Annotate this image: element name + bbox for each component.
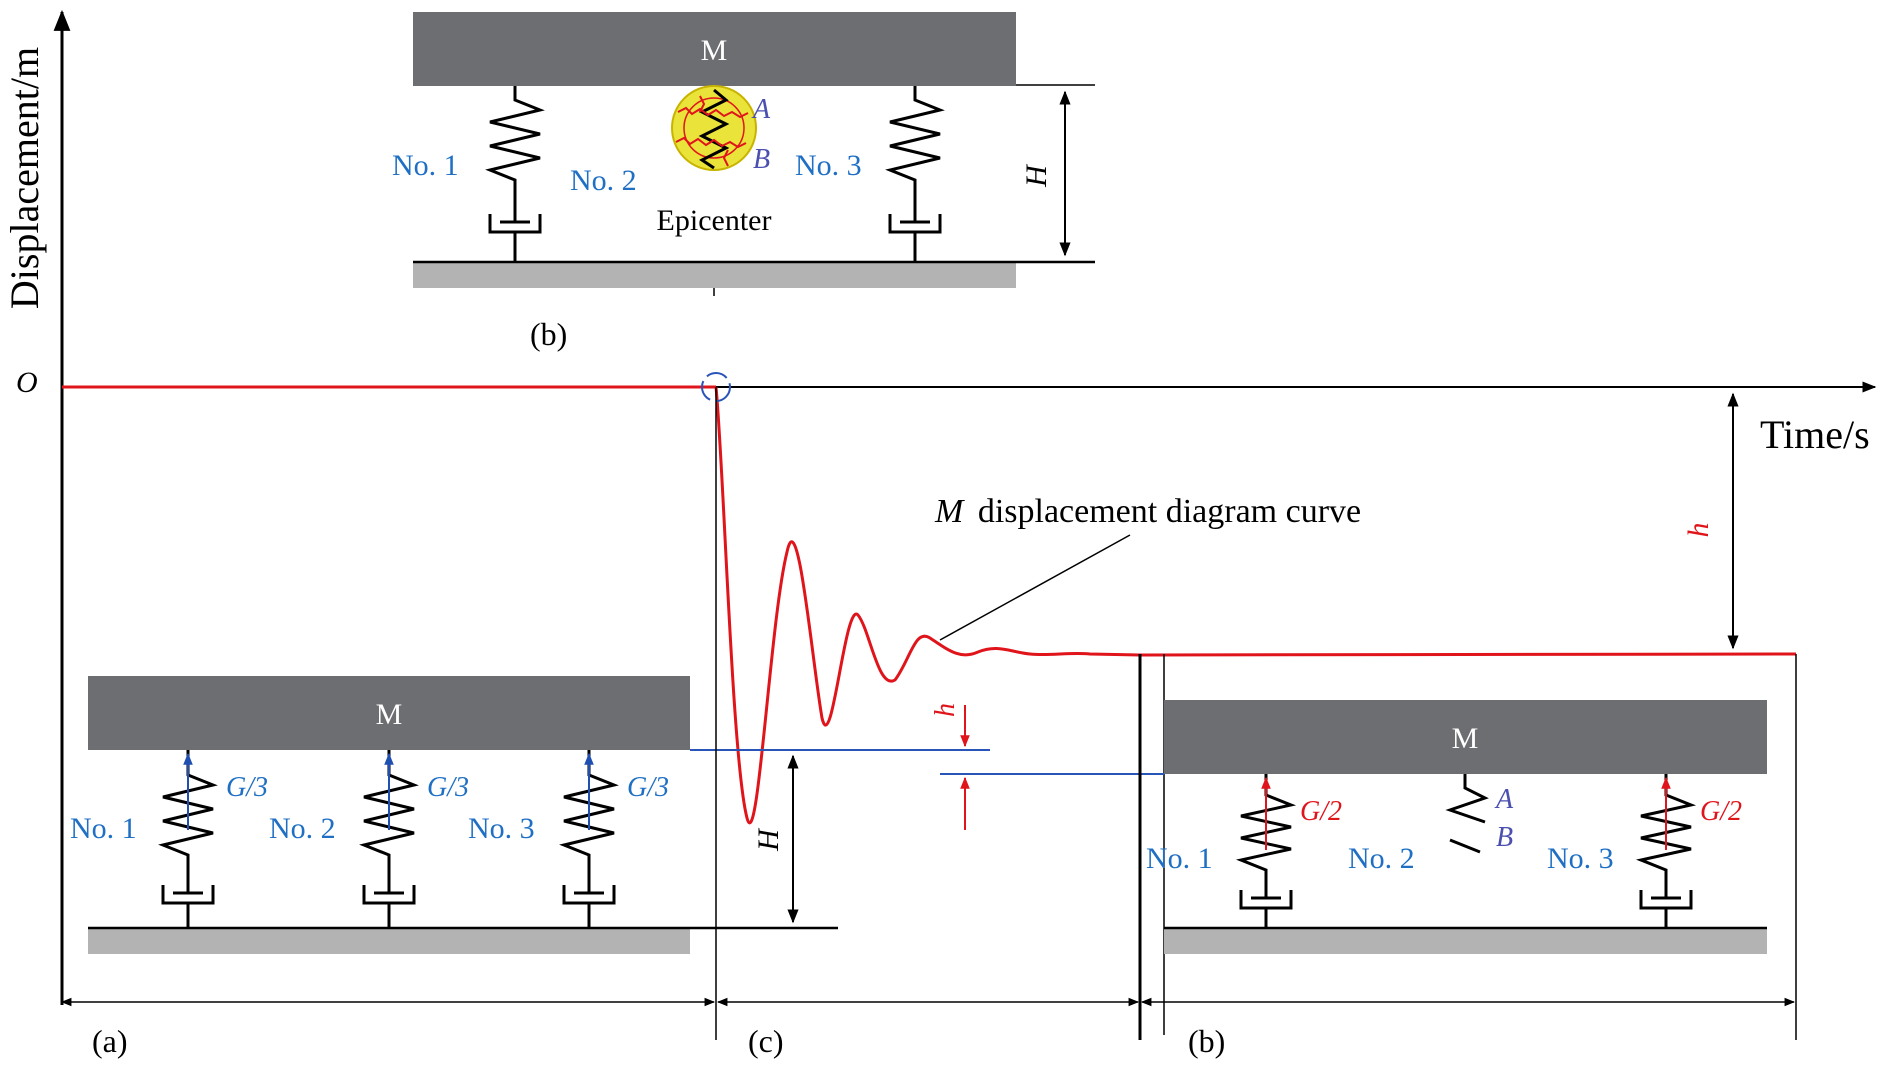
ground-bar [88, 928, 690, 954]
phase-a-caption: (a) [92, 1023, 128, 1059]
mass-label: M [1452, 722, 1479, 755]
force-label-2: G/3 [427, 772, 469, 803]
point-b-label: B [753, 144, 770, 175]
mass-block [88, 676, 690, 750]
curve-label-rest: displacement diagram curve [978, 493, 1361, 530]
ground-bar [413, 262, 1016, 288]
spring-label-no3: No. 3 [468, 812, 535, 845]
small-settlement-marker: h [930, 703, 970, 830]
height-label: H [752, 827, 785, 852]
spring-upper-fragment [1445, 774, 1489, 824]
phase-c-caption: (c) [748, 1023, 784, 1059]
settlement-label: h [1682, 523, 1715, 538]
spring-coil [485, 86, 545, 204]
spring-no2-broken: A B [1445, 774, 1514, 854]
spring-coil [885, 86, 945, 204]
spring-no3 [885, 86, 945, 262]
spring-label-no2: No. 2 [269, 812, 336, 845]
force-label-1: G/3 [226, 772, 268, 803]
spring-label-no3: No. 3 [795, 149, 862, 182]
damper [161, 878, 215, 928]
epicenter-ring [683, 97, 745, 159]
damper [488, 204, 542, 262]
phase-dividers: (a) (c) (b) [60, 387, 1796, 1059]
spring-lower-fragment [1449, 838, 1481, 854]
phase-b-caption: (b) [1188, 1023, 1225, 1059]
spring-label-no2: No. 2 [570, 164, 637, 197]
panel-b: M A B [940, 392, 1797, 1040]
curve-label-leader [939, 534, 1131, 641]
mass-block [1164, 700, 1767, 774]
spring-label-no2: No. 2 [1348, 842, 1415, 875]
curve-label: M displacement diagram curve [934, 493, 1361, 530]
spring-no3 [559, 750, 619, 928]
point-a-label: A [1494, 784, 1514, 815]
epicenter-spring-no2 [671, 85, 757, 171]
curve-label-italic: M [934, 493, 965, 530]
damper [362, 878, 416, 928]
point-b-label: B [1496, 822, 1513, 853]
spring-label-no1: No. 1 [1146, 842, 1213, 875]
mass-block [413, 12, 1016, 86]
crack-lines [675, 95, 749, 167]
damper [1239, 884, 1293, 928]
force-label-3: G/2 [1700, 796, 1742, 827]
h-label: h [930, 703, 961, 717]
displacement-curve: M displacement diagram curve [62, 372, 1796, 824]
panel-top: M H [392, 12, 1095, 352]
spring-label-no3: No. 3 [1547, 842, 1614, 875]
height-label: H [1020, 163, 1053, 188]
damper [1639, 884, 1693, 928]
mass-label: M [376, 698, 403, 731]
spring-label-no1: No. 1 [70, 812, 137, 845]
mass-label: M [701, 34, 728, 67]
epicenter-label: Epicenter [657, 204, 772, 237]
spring-no3 [1635, 774, 1697, 928]
spring-no1 [158, 750, 218, 928]
ground-bar [1164, 928, 1767, 954]
panel-top-caption: (b) [530, 316, 567, 352]
damper [888, 204, 942, 262]
force-label-1: G/2 [1300, 796, 1342, 827]
curve-oscillation [714, 386, 1791, 824]
spring-no1 [1235, 774, 1297, 928]
point-a-label: A [751, 94, 771, 125]
origin-label: O [16, 366, 38, 399]
force-label-3: G/3 [627, 772, 669, 803]
spring-coil [698, 88, 730, 170]
damper [562, 878, 616, 928]
panel-a: M H [70, 676, 990, 954]
spring-no1 [485, 86, 545, 262]
spring-no2 [359, 750, 419, 928]
x-axis-label: Time/s [1760, 412, 1870, 457]
spring-label-no1: No. 1 [392, 149, 459, 182]
y-axis-label: Displacement/m [2, 47, 47, 309]
